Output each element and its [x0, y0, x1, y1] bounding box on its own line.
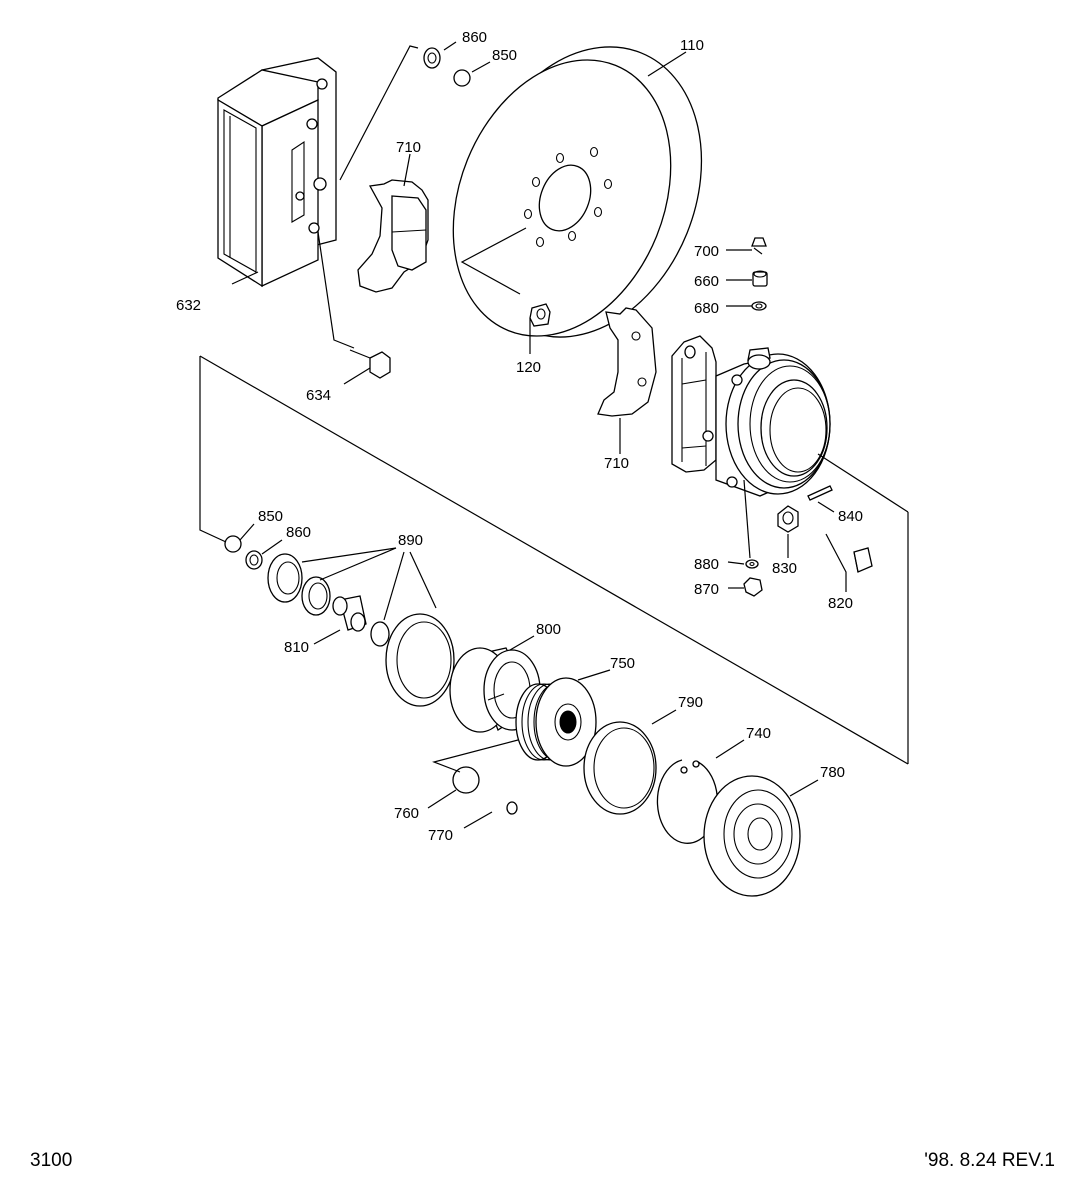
callout-800: 800	[536, 621, 561, 638]
piston-750	[515, 677, 597, 767]
callout-860-top: 860	[462, 29, 487, 46]
brake-pad-710-left	[357, 179, 429, 293]
seal-ring-890-b	[301, 576, 331, 616]
callout-710-right: 710	[604, 455, 629, 472]
revision-date: '98. 8.24 REV.1	[924, 1150, 1055, 1171]
callout-860-lower: 860	[286, 524, 311, 541]
callout-830: 830	[772, 560, 797, 577]
seal-ring-890-d	[385, 613, 455, 707]
page-number: 3100	[30, 1150, 73, 1171]
callout-770: 770	[428, 827, 453, 844]
brake-disc-110	[452, 46, 703, 338]
bolt-830	[777, 505, 799, 533]
stud-120	[529, 303, 551, 327]
callout-740: 740	[746, 725, 771, 742]
callout-632: 632	[176, 297, 201, 314]
callout-760: 760	[394, 805, 419, 822]
cover-780	[703, 775, 801, 897]
callout-810: 810	[284, 639, 309, 656]
callout-634: 634	[306, 387, 331, 404]
cap-760	[452, 766, 480, 794]
caliper-housing	[671, 335, 831, 497]
brake-pad-710-right	[597, 307, 657, 417]
needle-bearing-860-top	[423, 47, 441, 69]
washer-770	[506, 801, 518, 815]
callout-840: 840	[838, 508, 863, 525]
bleeder-screw-660	[752, 270, 768, 287]
callout-850-lower: 850	[258, 508, 283, 525]
cap-850-lower	[224, 535, 242, 553]
seal-ring-790	[583, 721, 657, 815]
callout-890: 890	[398, 532, 423, 549]
washer-880	[745, 559, 759, 569]
bolt-634	[349, 349, 391, 379]
callout-850-top: 850	[492, 47, 517, 64]
snap-ring-740	[656, 759, 719, 844]
callout-110: 110	[680, 37, 704, 54]
callout-820: 820	[828, 595, 853, 612]
callout-680: 680	[694, 300, 719, 317]
cap-850-top	[453, 69, 471, 87]
pin-840	[807, 485, 833, 501]
callout-880: 880	[694, 556, 719, 573]
callout-labels: 110 860 850 710 632 120 634 710 700 660 …	[176, 29, 863, 844]
callout-120: 120	[516, 359, 541, 376]
seal-ring-890-a	[267, 553, 303, 603]
caliper-bracket-632	[217, 57, 337, 288]
o-ring-890-c	[370, 621, 390, 647]
callout-700: 700	[694, 243, 719, 260]
needle-bearing-860-lower	[245, 550, 263, 570]
callout-660: 660	[694, 273, 719, 290]
shaft-810	[332, 595, 367, 632]
bar-820	[853, 547, 873, 573]
callout-780: 780	[820, 764, 845, 781]
callout-750: 750	[610, 655, 635, 672]
callout-870: 870	[694, 581, 719, 598]
leader-lines	[199, 41, 909, 829]
bleeder-cap-700	[751, 237, 767, 255]
bolt-870	[743, 577, 763, 597]
washer-680	[751, 301, 767, 311]
callout-790: 790	[678, 694, 703, 711]
callout-710-left: 710	[396, 139, 421, 156]
